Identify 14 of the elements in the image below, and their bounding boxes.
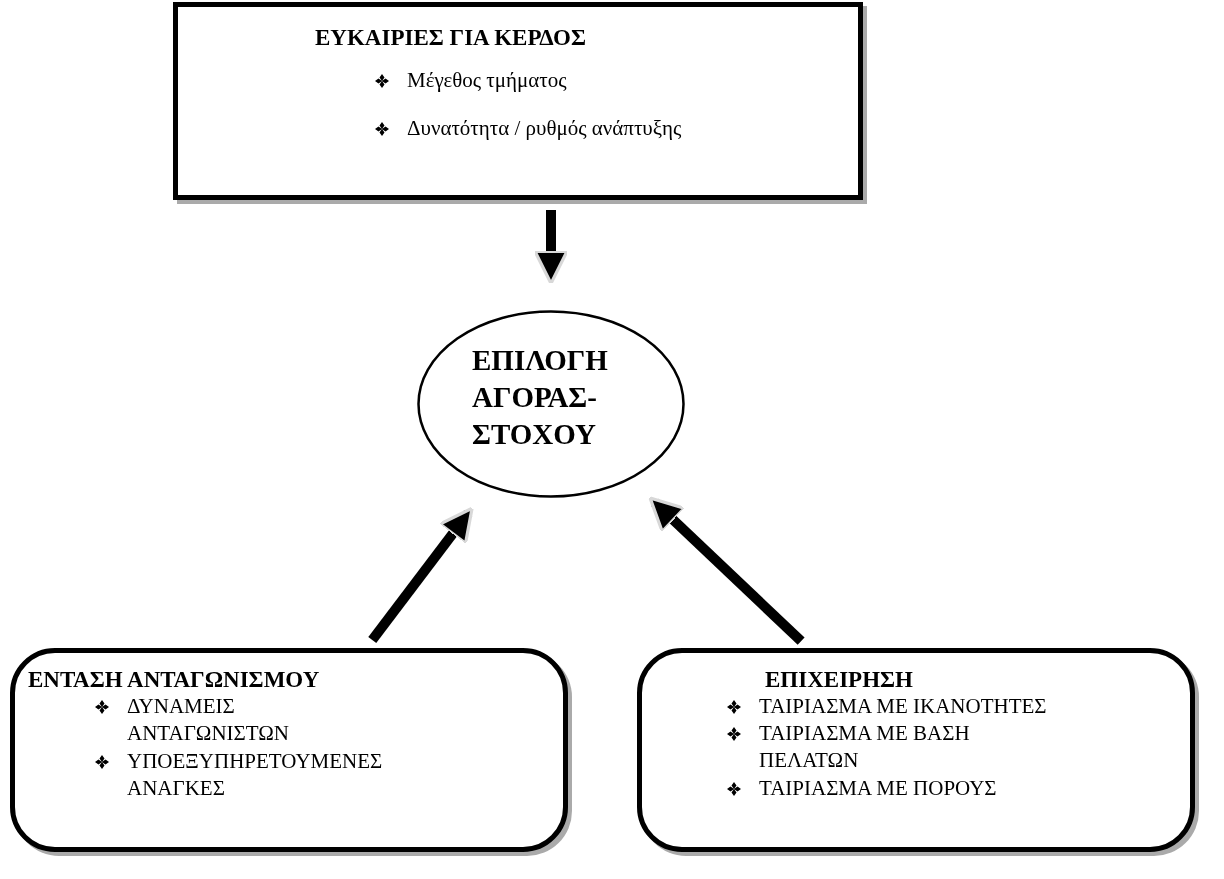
block-arrow <box>533 210 569 285</box>
bullet-text: ΤΑΙΡΙΑΣΜΑ ΜΕ ΙΚΑΝΟΤΗΤΕΣ <box>759 693 1047 720</box>
bullet-text: ΔΥΝΑΜΕΙΣ ΑΝΤΑΓΩΝΙΣΤΩΝ <box>127 693 290 747</box>
block-arrow <box>368 506 474 644</box>
box-heading: ΕΝΤΑΣΗ ΑΝΤΑΓΩΝΙΣΜΟΥ <box>28 667 320 693</box>
bullet-text: ΤΑΙΡΙΑΣΜΑ ΜΕ ΒΑΣΗ ΠΕΛΑΤΩΝ <box>759 720 971 774</box>
bullet-text: Δυνατότητα / ρυθμός ανάπτυξης <box>407 115 682 142</box>
block-arrow <box>648 496 805 645</box>
bullet-text: Μέγεθος τμήματος <box>407 67 567 94</box>
box-heading: ΕΥΚΑΙΡΙΕΣ ΓΙΑ ΚΕΡΔΟΣ <box>315 25 586 51</box>
ellipse-label: ΕΠΙΛΟΓΗ ΑΓΟΡΑΣ- ΣΤΟΧΟΥ <box>472 343 609 452</box>
bullet-text: ΥΠΟΕΞΥΠΗΡΕΤΟΥΜΕΝΕΣ ΑΝΑΓΚΕΣ <box>127 748 384 802</box>
box-heading: ΕΠΙΧΕΙΡΗΣΗ <box>765 667 913 693</box>
bullet-text: ΤΑΙΡΙΑΣΜΑ ΜΕ ΠΟΡΟΥΣ <box>759 775 997 802</box>
